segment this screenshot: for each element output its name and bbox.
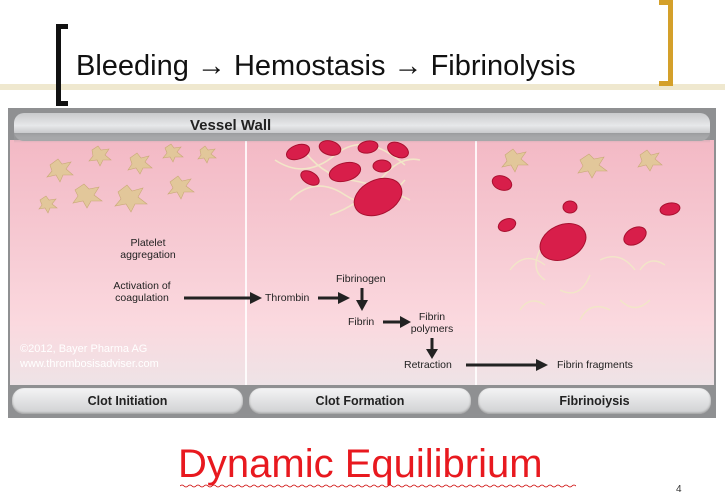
title-band <box>0 84 725 90</box>
label-line: Activation of <box>113 280 171 292</box>
label-fibrin: Fibrin <box>348 316 375 328</box>
pathway-arrows <box>184 288 548 371</box>
panel-label-text: Clot Initiation <box>87 394 168 408</box>
label-activation-of-coagulation: Activation of coagulation <box>102 280 182 304</box>
slide-subtitle: Dynamic Equilibrium <box>178 442 543 486</box>
right-bracket-decoration <box>659 0 673 86</box>
label-fibrin-polymers: Fibrin polymers <box>404 311 460 335</box>
label-platelet-aggregation: Platelet aggregation <box>108 237 188 261</box>
copyright-credit: ©2012, Bayer Pharma AG <box>20 343 148 355</box>
label-fibrin-fragments: Fibrin fragments <box>557 359 633 371</box>
label-thrombin: Thrombin <box>265 292 310 304</box>
label-line: Fibrin <box>418 311 446 323</box>
source-url-credit: www.thrombosisadviser.com <box>20 358 159 370</box>
label-line: Platelet <box>130 237 166 249</box>
label-line: aggregation <box>120 249 176 261</box>
vessel-lumen <box>10 140 714 385</box>
label-retraction: Retraction <box>404 359 452 371</box>
platelet-cluster <box>38 143 217 214</box>
red-blood-cells <box>491 175 681 261</box>
fibrin-fragment-strands <box>509 249 666 321</box>
panel-label-text: Clot Formation <box>315 394 405 408</box>
slide-title: Bleeding → Hemostasis → Fibrinolysis <box>76 50 576 82</box>
panel-divider <box>475 140 477 385</box>
red-blood-cells <box>285 140 409 217</box>
label-line: polymers <box>410 323 454 335</box>
vessel-wall-shadow <box>14 133 710 143</box>
panel-label-fibrinolysis: Fibrinoiysis <box>478 388 711 414</box>
panel-label-clot-formation: Clot Formation <box>249 388 471 414</box>
label-fibrinogen: Fibrinogen <box>336 273 386 285</box>
label-line: coagulation <box>115 292 169 304</box>
left-bracket-decoration <box>56 24 68 106</box>
vessel-wall-label: Vessel Wall <box>190 117 272 134</box>
spellcheck-underline <box>180 484 576 488</box>
panel-label-text: Fibrinoiysis <box>559 394 630 408</box>
panel-label-clot-initiation: Clot Initiation <box>12 388 243 414</box>
panel-divider <box>245 140 247 385</box>
page-number: 4 <box>676 484 682 495</box>
platelet-cluster <box>501 148 663 179</box>
